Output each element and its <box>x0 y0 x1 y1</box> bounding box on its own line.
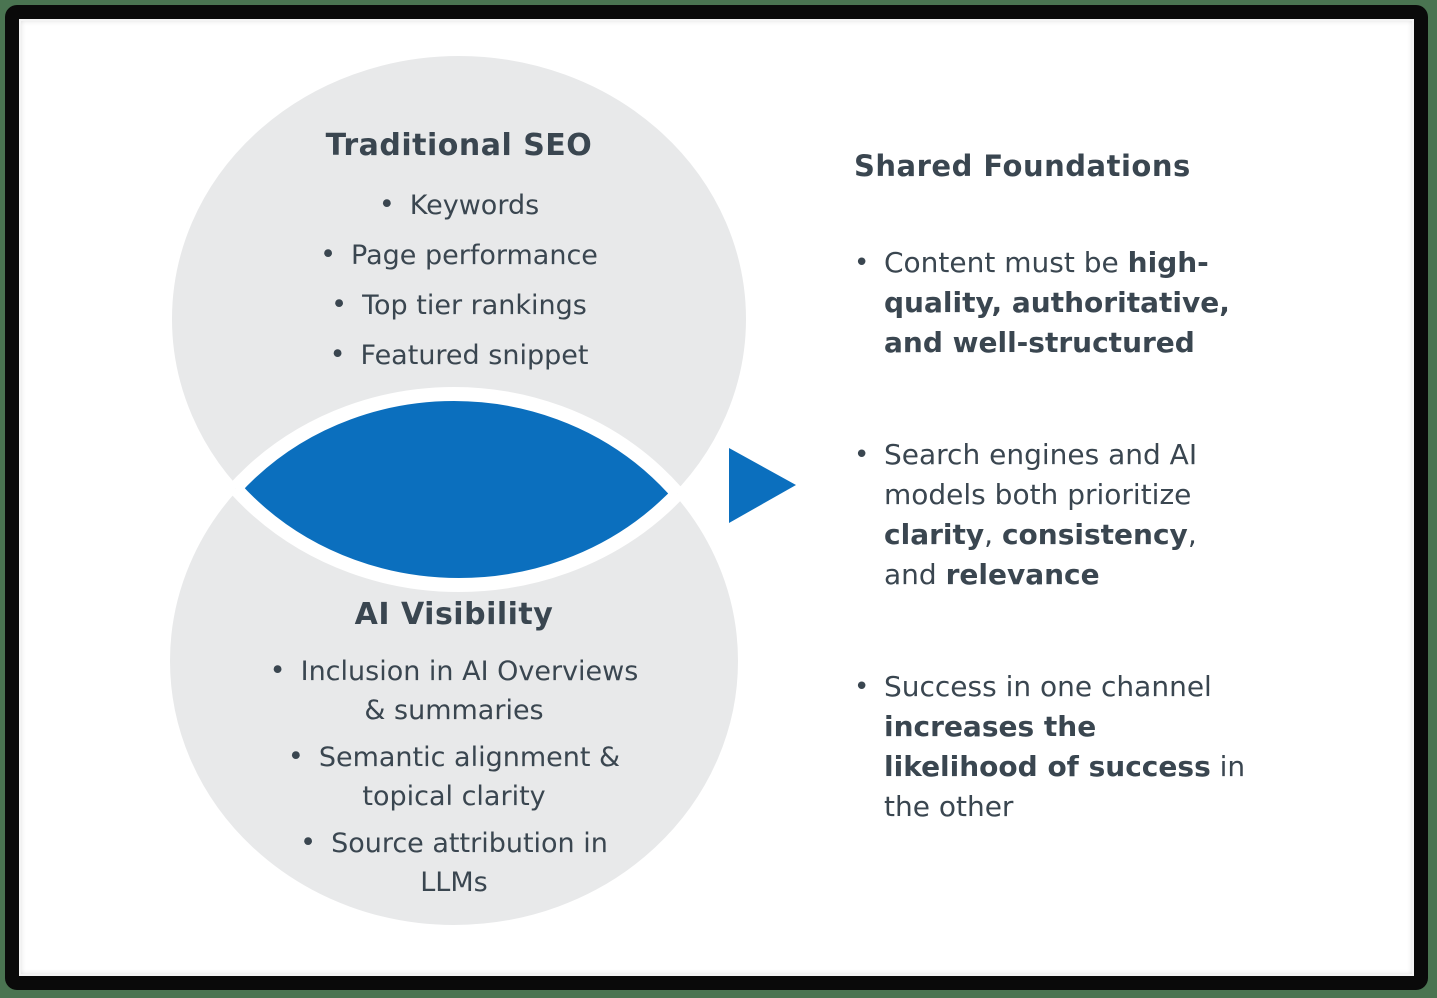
venn-bullet-line: •Inclusion in AI Overviews <box>184 652 724 691</box>
bullet-icon: • <box>287 741 304 772</box>
venn-bullet-item: •Featured snippet <box>209 338 709 374</box>
venn-bullet-item: •Semantic alignment & topical clarity <box>184 738 724 816</box>
panel-bullet-item: • Success in one channel increases the li… <box>854 667 1334 827</box>
venn-bullet-item: •Source attribution in LLMs <box>184 824 724 902</box>
panel-bullet-list: • Content must be high- quality, authorit… <box>854 243 1334 899</box>
venn-bullet-line: •Semantic alignment & <box>184 738 724 777</box>
bullet-icon: • <box>378 189 395 220</box>
bullet-icon: • <box>854 440 870 470</box>
bullet-icon: • <box>300 827 317 858</box>
venn-bullet-line: LLMs <box>420 867 488 898</box>
intersection-lens-shape <box>169 387 748 585</box>
venn-bullet-line: •Featured snippet <box>329 339 589 371</box>
top-circle-items: •Keywords •Page performance •Top tier rank… <box>209 188 709 388</box>
venn-diagram <box>164 50 796 931</box>
top-circle-title: Traditional SEO <box>325 128 593 163</box>
venn-bullet-item: •Keywords <box>209 188 709 224</box>
venn-bullet-line: •Top tier rankings <box>331 289 587 321</box>
venn-bullet-item: •Top tier rankings <box>209 288 709 324</box>
venn-bullet-line: topical clarity <box>362 781 546 812</box>
panel-bullet-text: Success in one channel increases the lik… <box>884 670 1246 823</box>
bullet-icon: • <box>854 672 870 702</box>
bullet-icon: • <box>331 289 348 320</box>
shared-foundations-panel: Shared Foundations • Content must be high… <box>854 149 1344 823</box>
panel-heading: Shared Foundations <box>854 149 1191 183</box>
venn-bullet-line: & summaries <box>364 695 544 726</box>
bullet-icon: • <box>320 239 337 270</box>
bullet-icon: • <box>329 339 346 370</box>
venn-bullet-line: •Source attribution in <box>184 824 724 863</box>
panel-bullet-item: • Search engines and AI models both prior… <box>854 435 1334 595</box>
panel-bullet-text: Search engines and AI models both priori… <box>884 438 1198 591</box>
arrow-right-icon <box>729 448 796 523</box>
intersection-lens-outline <box>167 394 741 592</box>
panel-bullet-item: • Content must be high- quality, authorit… <box>854 243 1334 363</box>
venn-bullet-line: •Page performance <box>320 239 598 271</box>
bottom-circle-title: AI Visibility <box>354 597 554 632</box>
panel-bullet-text: Content must be high- quality, authorita… <box>884 246 1230 359</box>
venn-bullet-line: •Keywords <box>378 189 540 221</box>
bottom-circle-items: •Inclusion in AI Overviews & summaries •Se… <box>184 652 724 910</box>
slide-canvas: Traditional SEO •Keywords •Page performan… <box>19 19 1414 976</box>
bullet-icon: • <box>854 248 870 278</box>
venn-bullet-item: •Page performance <box>209 238 709 274</box>
bullet-icon: • <box>269 655 286 686</box>
slide-frame: Traditional SEO •Keywords •Page performan… <box>5 5 1428 990</box>
venn-bullet-item: •Inclusion in AI Overviews & summaries <box>184 652 724 730</box>
